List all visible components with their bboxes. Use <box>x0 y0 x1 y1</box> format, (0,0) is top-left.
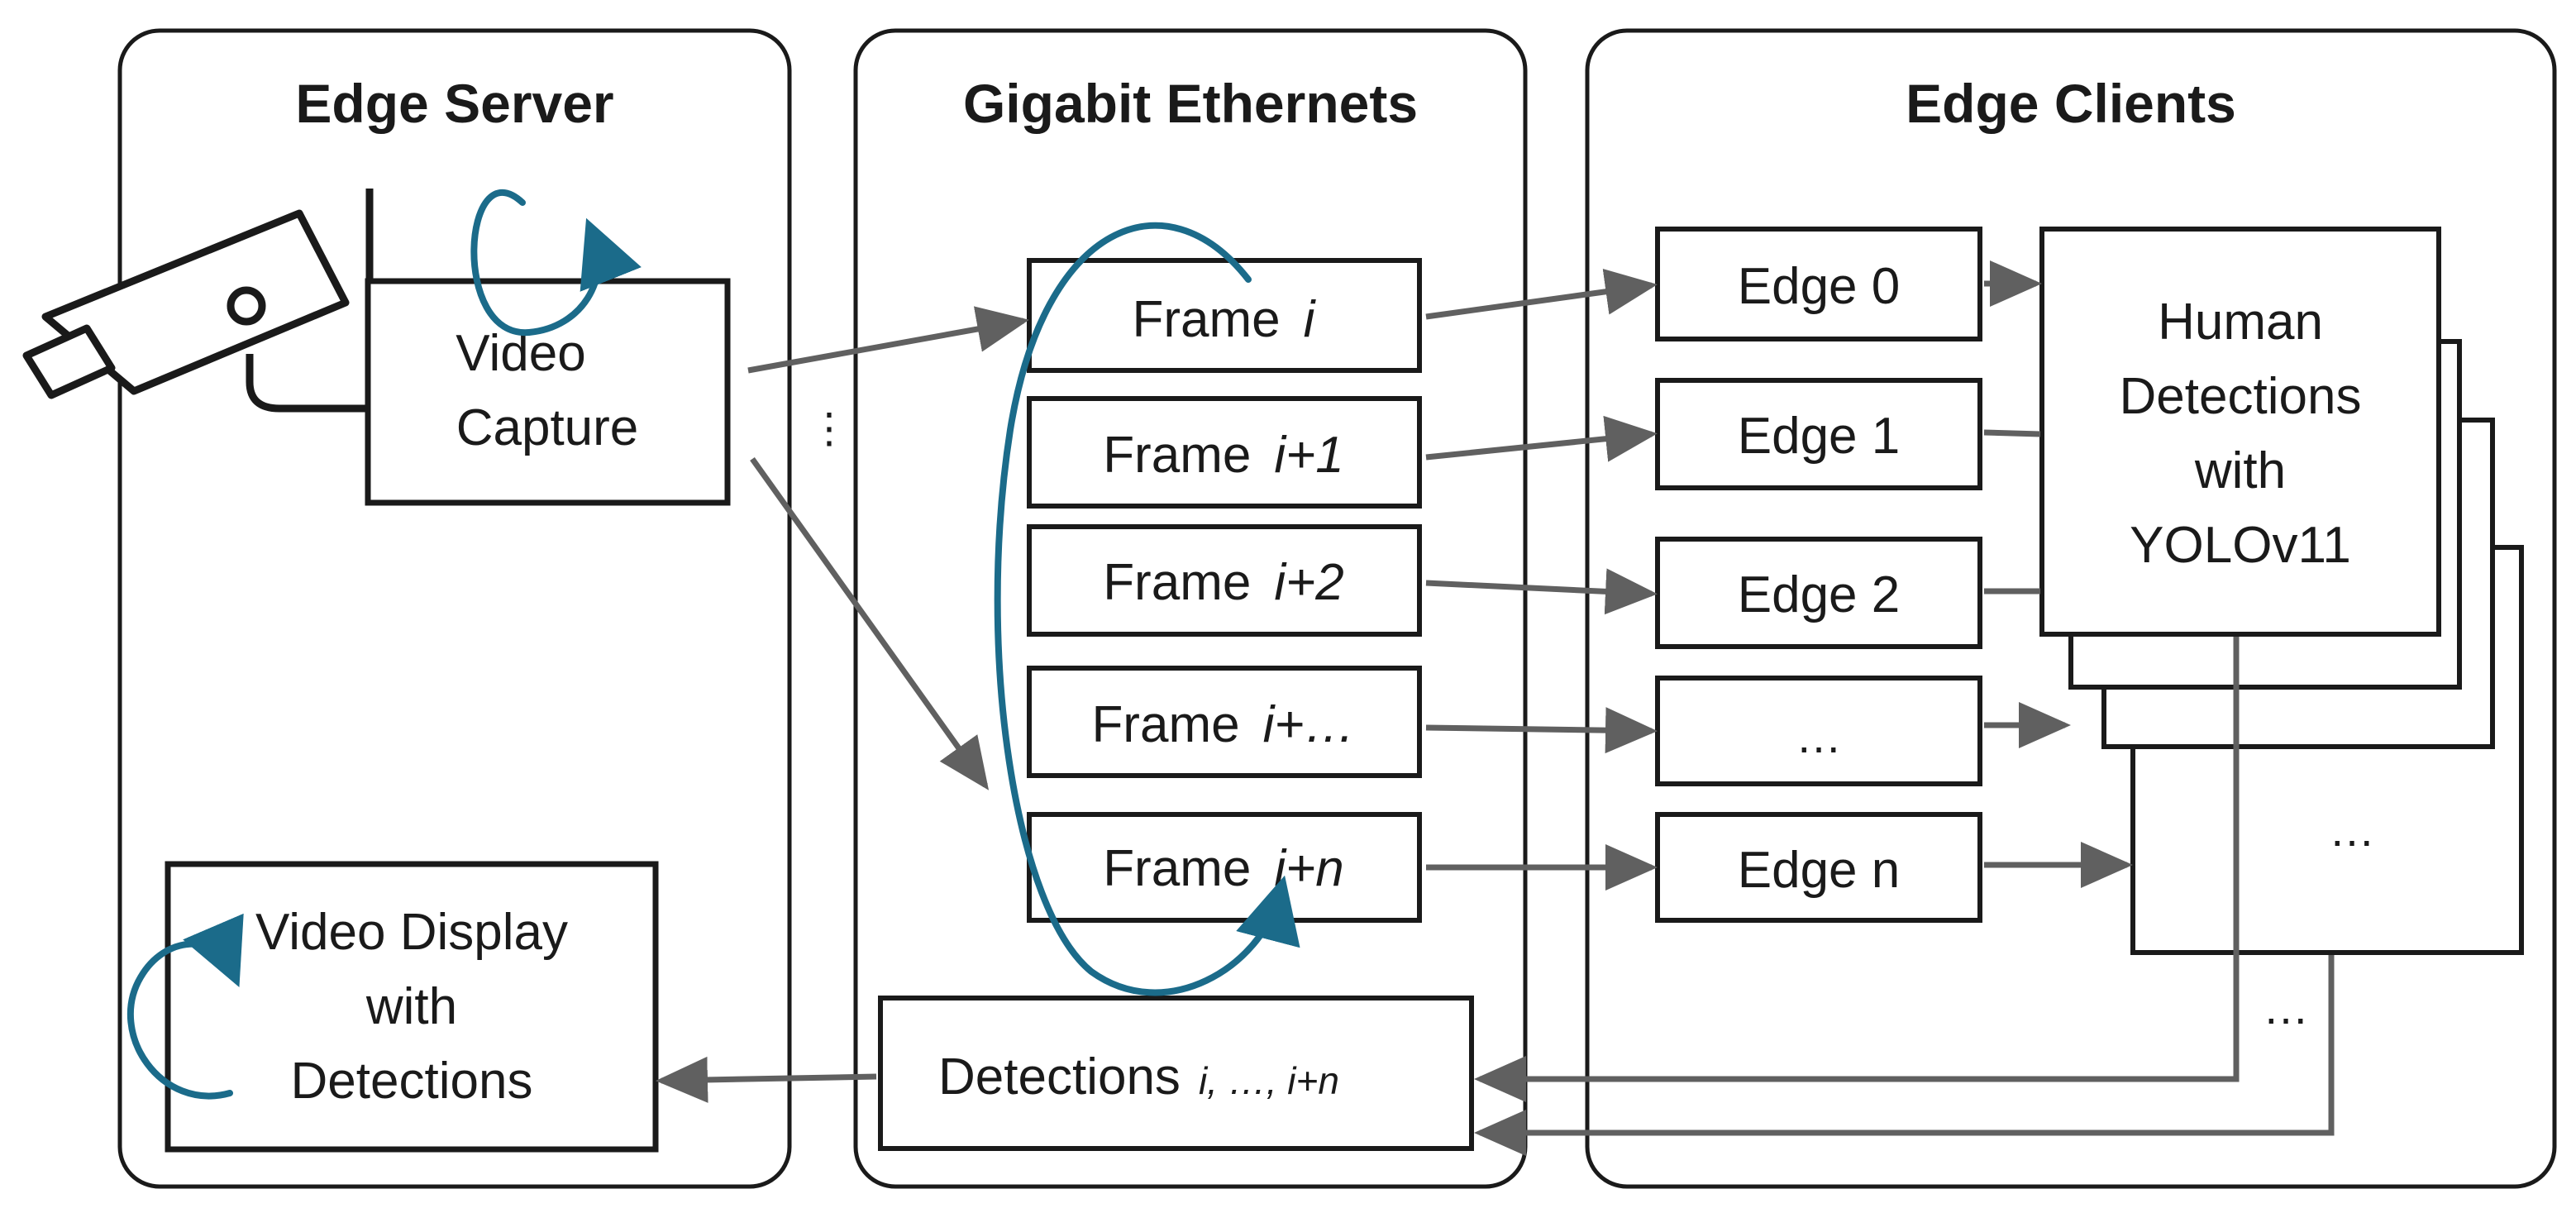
frame-label: Frame <box>1091 696 1239 753</box>
frame-index: i+n <box>1274 840 1343 897</box>
frame-index: i+2 <box>1274 554 1343 611</box>
frame-label: Frame <box>1103 427 1251 484</box>
frame-index: i+… <box>1263 696 1356 753</box>
arrow-frame-to-edge-0 <box>1425 268 1658 320</box>
arrow-capture-to-frame-n <box>750 456 990 790</box>
human-detection-label-line4: YOLOv11 <box>2130 517 2351 574</box>
frame-loop-icon <box>994 222 1300 996</box>
edge-label-2: Edge 2 <box>1738 566 1901 623</box>
frame-label: Frame <box>1103 554 1251 611</box>
arrow-frame-to-edge-3 <box>1425 707 1658 754</box>
return-path-ellipsis: … <box>2263 981 2309 1034</box>
return-path-1 <box>1474 637 2240 1102</box>
video-capture-box <box>365 278 731 506</box>
frame-label: Frame <box>1133 291 1281 348</box>
video-display-label-line1: Video Display <box>255 904 568 961</box>
cycle-arrow-icons <box>127 189 1300 1100</box>
edge-label-n: Edge n <box>1738 842 1901 899</box>
frame-box-1: Frame i+1 <box>1027 396 1422 509</box>
frame-index: i <box>1304 291 1317 348</box>
arrow-frame-to-edge-1 <box>1425 415 1658 462</box>
video-display-label-line2: with <box>365 978 457 1035</box>
return-path-2 <box>1474 955 2335 1156</box>
human-detection-label-line2: Detections <box>2120 368 2362 425</box>
edge-box-n <box>1655 812 1982 923</box>
frame-index: i+1 <box>1274 427 1343 484</box>
human-detection-label-line1: Human <box>2158 294 2323 351</box>
arrows <box>656 260 2335 1156</box>
detection-stack-ellipsis: … <box>2329 804 2375 856</box>
connector-edge-1-to-detection <box>1983 429 2041 437</box>
edge-label-3: … <box>1796 710 1842 762</box>
edge-label-0: Edge 0 <box>1738 258 1901 315</box>
vertical-ellipsis: ⋮ <box>809 405 850 451</box>
video-display-box <box>165 861 659 1153</box>
security-camera-icon <box>22 189 374 413</box>
edge-box-1 <box>1655 378 1982 490</box>
frame-box-3: Frame i+… <box>1027 666 1422 778</box>
frame-box-4: Frame i+n <box>1027 812 1422 923</box>
human-detection-label-line3: with <box>2194 442 2286 499</box>
video-display-label-line3: Detections <box>291 1053 533 1110</box>
arrow-capture-to-frame <box>747 306 1029 374</box>
edge-box-0 <box>1655 227 1982 341</box>
edge-server-title: Edge Server <box>295 73 613 134</box>
detections-index: i, …, i+n <box>1199 1059 1339 1102</box>
edge-label-1: Edge 1 <box>1738 408 1901 465</box>
gigabit-ethernets-title: Gigabit Ethernets <box>963 73 1418 134</box>
arrow-detections-to-display <box>656 1056 877 1103</box>
display-cycle-icon <box>127 913 244 1100</box>
frame-label: Frame <box>1103 840 1251 897</box>
edge-box-2 <box>1655 537 1982 649</box>
edge-clients-title: Edge Clients <box>1906 73 2236 134</box>
edge-box-3 <box>1655 676 1982 786</box>
arrow-frame-to-edge-2 <box>1425 568 1658 615</box>
video-capture-label-line2: Capture <box>456 399 639 456</box>
frame-box-2: Frame i+2 <box>1027 524 1422 637</box>
capture-cycle-icon <box>470 189 642 337</box>
detections-box <box>878 996 1474 1151</box>
human-detection-box <box>2039 227 2441 637</box>
detections-label: Detections <box>938 1048 1181 1106</box>
